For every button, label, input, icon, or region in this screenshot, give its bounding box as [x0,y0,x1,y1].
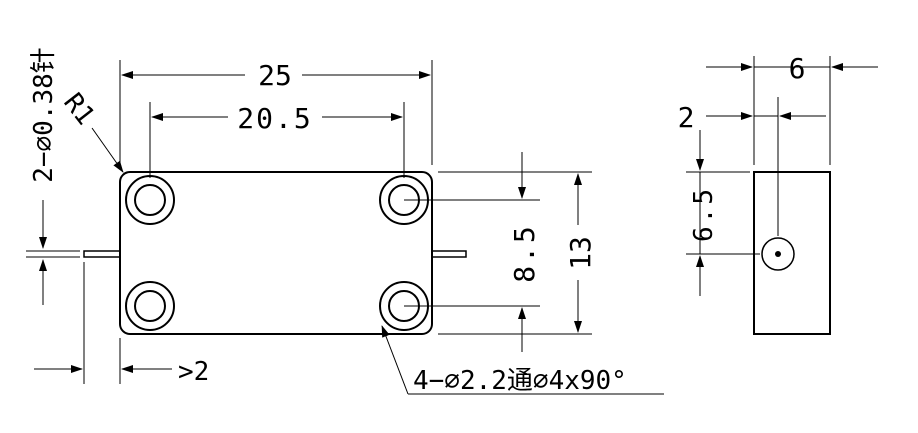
hole-callout-label: 4−∅2.2通∅4x90° [413,366,627,396]
component-body [119,171,433,335]
front-view: 25 20.5 R1 2−∅0.38针 8.5 13 [26,47,664,396]
dim-20-5-label: 20.5 [237,102,312,135]
dim-8-5-label: 8.5 [508,223,541,283]
dimension-height-13: 13 [564,173,597,333]
dimension-side-pin-height-6-5: 6.5 [689,130,719,296]
radius-label: R1 [57,88,100,131]
dim-13-label: 13 [564,236,597,270]
dimension-width-25: 25 [121,59,431,92]
dimension-hole-spacing-8-5: 8.5 [508,152,541,352]
dim-6-label: 6 [789,52,806,85]
mounting-hole-top-left [125,175,175,225]
dimension-side-pin-offset-2: 2 [678,101,826,134]
side-body [753,171,831,335]
corner-radius-callout: R1 [57,88,124,173]
dim-6-5-label: 6.5 [689,186,719,242]
side-view: 6 2 6.5 [678,52,878,335]
dim-25-label: 25 [258,59,292,92]
hole-callout: 4−∅2.2通∅4x90° [381,325,664,396]
left-pin [83,250,121,258]
side-pin-center [775,251,781,257]
pin-callout-label: 2−∅0.38针 [29,47,59,183]
dim-2-label: 2 [678,101,695,134]
dimension-hole-spacing-20-5: 20.5 [151,102,403,135]
right-pin [431,250,467,258]
side-pin-outline [761,237,795,271]
dimension-pin-length: >2 [34,357,209,387]
mounting-hole-bottom-left [125,281,175,331]
dimension-side-width-6: 6 [706,52,878,85]
pin-diameter-callout: 2−∅0.38针 [29,47,59,305]
pin-length-label: >2 [178,357,209,387]
